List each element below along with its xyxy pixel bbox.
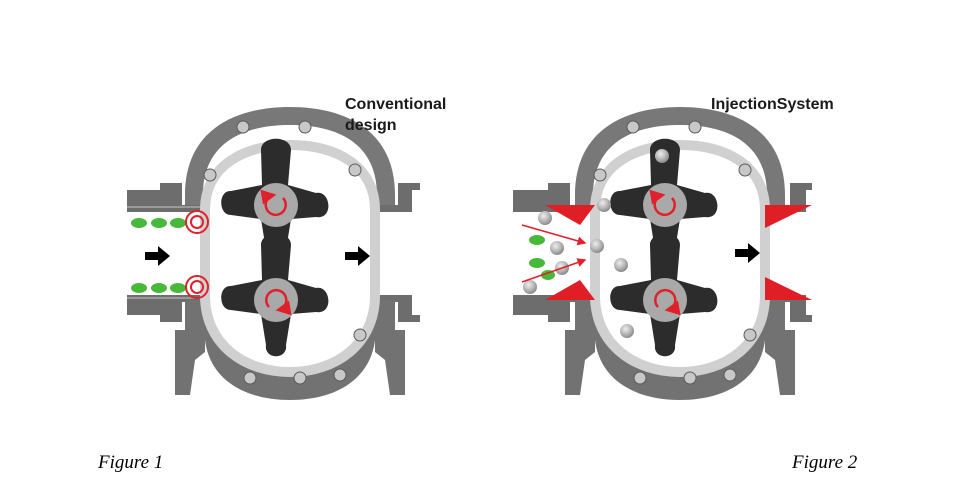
inlet-flange-top: [513, 183, 600, 212]
rotation-arrow-icon: [654, 288, 681, 316]
lower-hub: [643, 278, 687, 322]
turbulence-swirls: [185, 210, 209, 299]
flow-arrow-icon: [345, 246, 370, 266]
conventional-pump: [127, 107, 420, 400]
product-pieces: [529, 235, 555, 280]
injection-pump: [513, 107, 812, 400]
rotation-arrow-icon: [260, 189, 287, 217]
bolts: [203, 120, 367, 385]
inlet-flange-top: [127, 183, 212, 212]
injection-flow-arrows: [521, 224, 587, 283]
figure2-title: InjectionSystem: [711, 96, 834, 113]
lower-hub: [254, 278, 298, 322]
upper-rotor: [221, 138, 329, 262]
upper-hub: [643, 183, 687, 227]
outlet-flange-top: [760, 183, 812, 212]
top-cover: [575, 107, 785, 205]
bolts: [593, 120, 757, 385]
rotation-arrow-icon: [265, 288, 292, 316]
figure1-title: Conventional design: [345, 96, 447, 134]
particles: [523, 149, 669, 338]
lower-rotor: [610, 233, 718, 357]
injection-inserts: [545, 205, 812, 300]
flow-arrow-icon: [145, 246, 170, 266]
rotation-arrow-icon: [649, 189, 676, 217]
lower-rotor: [221, 233, 329, 357]
upper-rotor: [610, 138, 718, 262]
top-cover: [185, 107, 395, 205]
figure1-caption: Figure 1: [98, 452, 164, 473]
figure2-caption: Figure 2: [792, 452, 858, 473]
product-pieces: [131, 218, 186, 293]
upper-hub: [254, 183, 298, 227]
outlet-flange-top: [368, 183, 420, 212]
flow-arrow-icon: [735, 243, 760, 263]
